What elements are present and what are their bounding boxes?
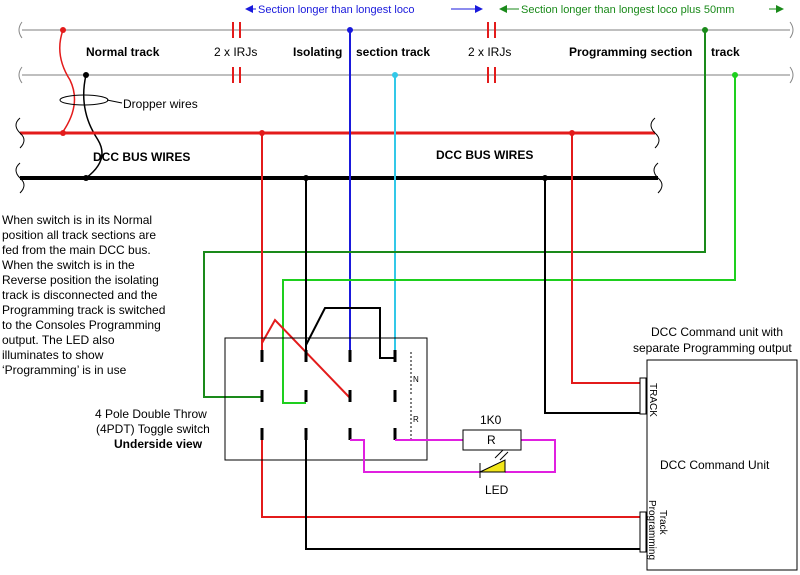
led-rays <box>494 449 509 461</box>
dcc-command-unit <box>646 359 798 571</box>
black-wire-unit <box>544 178 641 414</box>
description-line: illuminates to show <box>2 348 104 362</box>
track-terminal <box>639 377 647 415</box>
description-line: fed from the main DCC bus. <box>2 243 151 257</box>
red-wire-unit <box>571 133 641 384</box>
led-label: LED <box>485 483 509 497</box>
resistor <box>462 429 522 451</box>
switch-mark-r: R <box>413 415 419 424</box>
irj-left-label: 2 x IRJs <box>214 45 257 59</box>
programming-section-label: Programming section <box>569 45 692 59</box>
green-wire <box>282 75 736 404</box>
black-wire-cross <box>305 307 395 359</box>
magenta-wire-3 <box>350 439 480 473</box>
description-line: Reverse position the isolating <box>2 273 159 287</box>
description-line: track is disconnected and the <box>2 288 158 302</box>
description-line: ‘Programming’ is in use <box>2 363 127 377</box>
red-wire-cross <box>261 318 351 399</box>
description-line: When switch is in its Normal <box>2 213 152 227</box>
switch-contacts <box>260 350 397 440</box>
led-symbol <box>479 459 506 473</box>
isolating-label: Isolating <box>293 45 342 59</box>
dark-green-wire <box>203 30 706 398</box>
dcc-bus-label-left: DCC BUS WIRES <box>93 150 190 164</box>
switch-caption-1: 4 Pole Double Throw <box>95 407 207 421</box>
prog-terminal-label-1: Programming <box>646 500 657 560</box>
description-line: to the Consoles Programming <box>2 318 161 332</box>
description-line: output. The LED also <box>2 333 115 347</box>
command-title-1: DCC Command unit with <box>651 325 783 339</box>
switch-caption-2: (4PDT) Toggle switch <box>96 422 210 436</box>
command-unit-label: DCC Command Unit <box>660 458 770 472</box>
dropper-wires-label: Dropper wires <box>123 97 198 111</box>
description-text: When switch is in its Normal position al… <box>2 213 165 377</box>
track-terminal-label: TRACK <box>647 383 658 417</box>
irj-right <box>487 22 496 83</box>
section-label-blue-text: Section longer than longest loco <box>258 4 415 16</box>
black-wire-prog <box>305 436 641 550</box>
switch-mark-n: N <box>413 375 419 384</box>
toggle-switch <box>224 337 428 461</box>
programming-track-label: track <box>711 45 740 59</box>
command-title-2: separate Programming output <box>633 341 792 355</box>
prog-terminal <box>639 511 647 553</box>
track-rails <box>18 21 794 84</box>
red-wire-prog <box>261 436 641 518</box>
resistor-value: 1K0 <box>480 413 502 427</box>
irj-right-label: 2 x IRJs <box>468 45 511 59</box>
description-line: position all track sections are <box>2 228 156 242</box>
resistor-letter: R <box>487 433 496 447</box>
dropper-wires <box>59 29 123 179</box>
irj-left <box>232 22 241 83</box>
description-line: Programming track is switched <box>2 303 165 317</box>
description-line: When the switch is in the <box>2 258 135 272</box>
magenta-wire-2 <box>505 439 556 473</box>
prog-terminal-label-2: Track <box>657 510 668 536</box>
normal-track-label: Normal track <box>86 45 160 59</box>
dcc-bus-label-right: DCC BUS WIRES <box>436 148 533 162</box>
isolating-section-label: section track <box>356 45 430 59</box>
switch-caption-3: Underside view <box>114 437 203 451</box>
section-label-green: Section longer than longest loco plus 50… <box>521 4 734 16</box>
dcc-bus <box>15 117 663 194</box>
